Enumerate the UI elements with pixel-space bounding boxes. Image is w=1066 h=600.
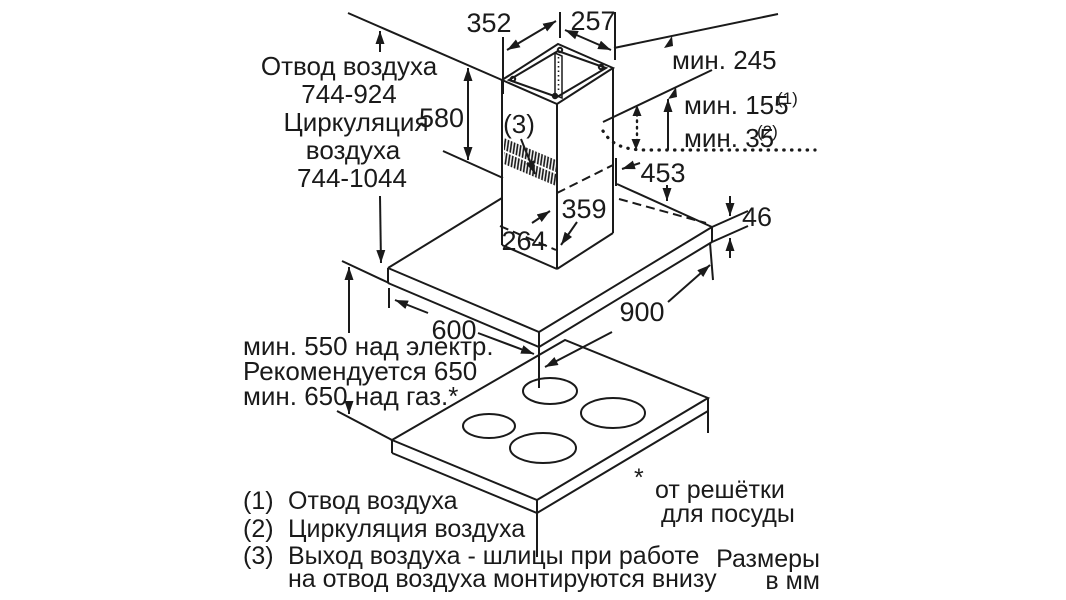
height-note-line3: мин. 650 над газ.* — [243, 381, 458, 411]
dim-46 — [711, 196, 749, 258]
dim-264-label: 264 — [501, 226, 546, 256]
arrowhead-up — [664, 36, 673, 48]
exhaust-line5: 744-1044 — [297, 163, 407, 193]
legend-item-2-num: (2) — [243, 515, 274, 543]
height-note-line1: мин. 550 над электр. — [243, 331, 494, 361]
screw-hole — [551, 92, 559, 100]
dim-total-height — [375, 31, 386, 264]
units-line1: Размеры — [716, 545, 820, 573]
screw-hole — [509, 75, 517, 83]
chimney-base-left — [501, 244, 558, 270]
exhaust-line4: воздуха — [306, 135, 401, 165]
dim-352-label: 352 — [466, 8, 511, 38]
dim-580-label: 580 — [419, 103, 464, 133]
canopy-hidden-dashed-edge — [618, 198, 707, 224]
burner — [462, 413, 516, 439]
footnote-star: * — [634, 464, 644, 492]
dim-600-label: 600 — [431, 315, 476, 345]
telescopic-joint-dashed-left — [499, 225, 557, 251]
burner — [522, 377, 578, 405]
dim-359-label: 359 — [561, 194, 606, 224]
units-line2: в мм — [765, 567, 820, 595]
min245-label: мин. 245 — [672, 45, 777, 75]
vent-slots-row1 — [504, 138, 556, 172]
height-note-line2: Рекомендуется 650 — [243, 356, 477, 386]
footnote: * от решётки для посуды — [634, 464, 795, 528]
legend-item-3-label-line2: на отвод воздуха монтируются внизу — [288, 565, 717, 593]
extension-line-bottom — [711, 225, 749, 243]
dim-264-arrow — [531, 210, 551, 224]
min35-superscript: (2) — [757, 122, 778, 141]
exhaust-line3: Циркуляция — [283, 107, 428, 137]
canopy-top-back-left-edge — [387, 197, 503, 269]
dim-line — [506, 20, 557, 51]
leader-arrow — [621, 160, 641, 170]
exhaust-line1: Отвод воздуха — [261, 51, 438, 81]
legend-item-1-label: Отвод воздуха — [288, 487, 458, 515]
arrowhead-up — [632, 105, 642, 116]
dim-900-label: 900 — [619, 297, 664, 327]
chimney-base-right — [556, 232, 614, 270]
chimney-duct — [499, 42, 616, 270]
dim-600 — [388, 288, 535, 355]
dim-min245 — [602, 13, 779, 123]
extension-line-top — [341, 260, 390, 284]
screw-hole — [597, 63, 605, 71]
canopy-top-back-right-edge — [616, 183, 713, 228]
dim-line-lower — [477, 332, 535, 355]
legend-item-2-label: Циркуляция воздуха — [288, 515, 525, 543]
extension-line-bottom — [442, 150, 504, 179]
dim-min35 — [631, 105, 642, 150]
screw-hole — [556, 46, 564, 54]
arrowhead-down — [631, 139, 641, 150]
dim-line-upper — [667, 264, 711, 303]
callout-3-leader — [520, 138, 536, 175]
min155-label: мин. 155 — [684, 90, 789, 120]
dim-46-label: 46 — [742, 202, 772, 232]
dim-line-lower — [544, 331, 613, 368]
dim-580 — [347, 12, 504, 179]
dim-line-upper — [394, 299, 429, 314]
extension-line-top — [347, 12, 503, 81]
chimney-top-inner-rim — [506, 49, 609, 99]
burner — [509, 432, 577, 464]
units-note: Размеры в мм — [716, 545, 820, 595]
cooktop — [389, 338, 711, 557]
legend-item-3-num: (3) — [243, 542, 274, 570]
ceiling-line-lower — [602, 69, 713, 123]
extension-line-bottom — [336, 410, 393, 441]
height-note-block: мин. 550 над электр. Рекомендуется 650 м… — [243, 331, 494, 411]
chimney-mounting-strip — [554, 51, 563, 100]
legend: (1) Отвод воздуха (2) Циркуляция воздуха… — [243, 487, 717, 593]
exhaust-height-block: Отвод воздуха 744-924 Циркуляция воздуха… — [261, 51, 438, 193]
dim-257 — [564, 12, 616, 60]
dim-257-label: 257 — [570, 6, 615, 36]
dim-hood-height — [336, 260, 393, 441]
arrowhead-up — [668, 87, 677, 99]
footnote-line2: для посуды — [661, 500, 795, 528]
dim-900 — [544, 242, 714, 368]
dim-453 — [615, 158, 672, 201]
extension-tick — [709, 242, 714, 281]
dim-line — [564, 29, 612, 51]
telescopic-joint-dashed-right — [556, 164, 614, 194]
exhaust-line2: 744-924 — [301, 79, 396, 109]
min155-superscript: (1) — [777, 89, 798, 108]
dim-453-label: 453 — [640, 158, 685, 188]
ceiling-line-upper — [613, 13, 779, 49]
dim-359-arrow — [560, 221, 578, 246]
legend-item-1-num: (1) — [243, 487, 274, 515]
dim-352 — [502, 12, 561, 94]
burner — [580, 397, 646, 429]
dim-arrow-down — [376, 195, 386, 264]
extension-line-top — [711, 210, 749, 228]
legend-item-3-label: Выход воздуха - шлицы при работе — [288, 542, 699, 570]
min35-label: мин. 35 — [684, 123, 774, 153]
callout-3-label: (3) — [503, 109, 535, 139]
footnote-line1: от решётки — [655, 476, 785, 504]
